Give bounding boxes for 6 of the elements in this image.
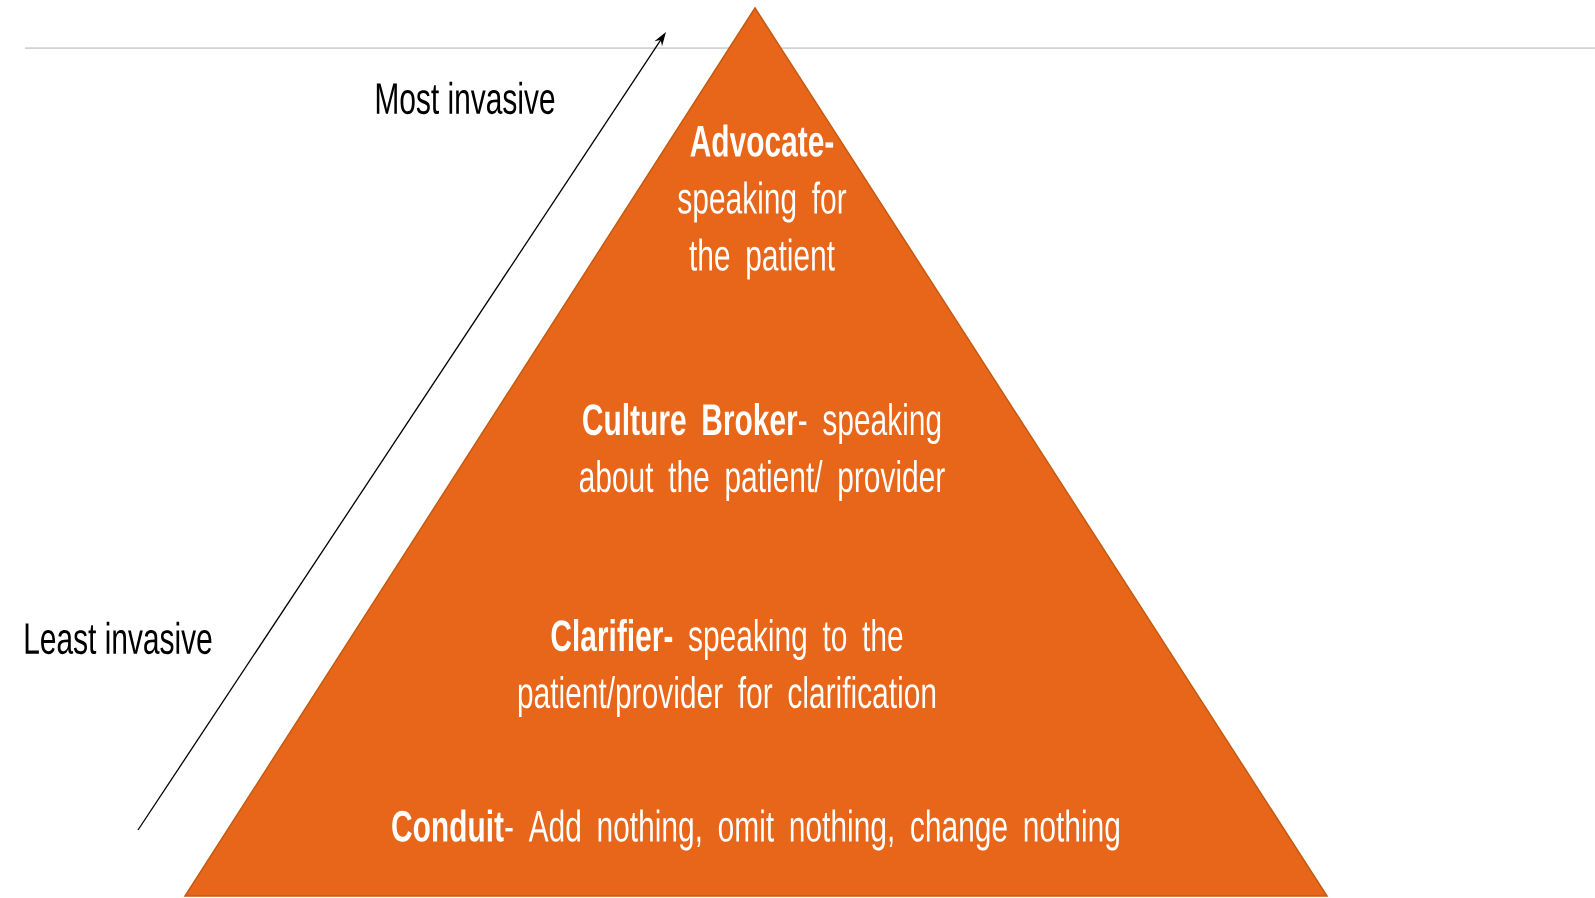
- level-text: Culture Broker- speaking about the patient/ provider: [579, 403, 945, 501]
- level-text: Clarifier- speaking to the patient/provider for clarification: [518, 619, 936, 717]
- level-text: Conduit- Add nothing, omit nothing, change nothing: [392, 809, 1119, 851]
- axis-label: Most invasive: [376, 81, 555, 115]
- level-text: Advocate- speaking for the patient: [678, 124, 847, 280]
- axis-label: Least invasive: [25, 621, 212, 655]
